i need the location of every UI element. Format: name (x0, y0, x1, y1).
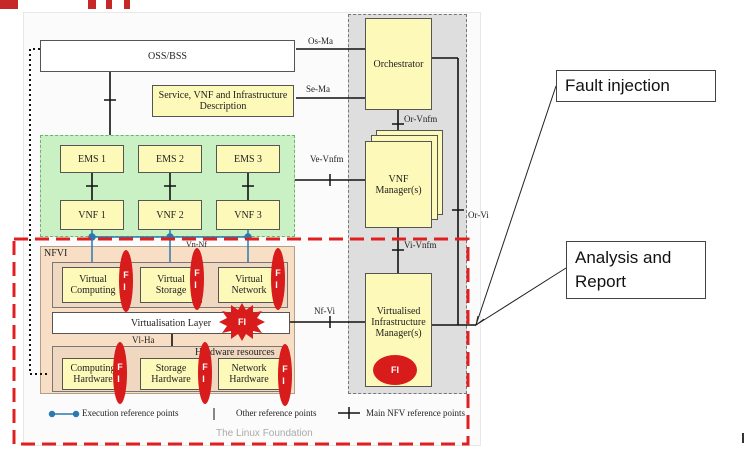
virtual-network-box: Virtual Network (218, 267, 280, 303)
vnf-3-label: VNF 3 (234, 209, 262, 221)
fi-marker-text: F I (282, 364, 288, 386)
hardware-resources-label: Hardware resources (195, 347, 275, 358)
fault-injection-marker-virtual-network: F I (271, 248, 285, 310)
legend-other-label: Other reference points (236, 408, 317, 418)
legend-execution-label: Execution reference points (82, 408, 179, 418)
orchestrator-box: Orchestrator (365, 18, 432, 110)
fault-injection-callout: Fault injection (556, 70, 716, 102)
fault-injection-marker-computing-hardware: F I (113, 342, 127, 404)
analysis-report-callout-text: Analysis and Report (575, 248, 672, 291)
nf-vi-label: Nf-Vi (314, 306, 335, 316)
nfvi-label: NFVI (44, 248, 68, 259)
ems-3-box: EMS 3 (216, 145, 280, 173)
fi-marker-text: F I (194, 268, 200, 290)
fi-burst-label: FI (238, 317, 246, 327)
ems-2-box: EMS 2 (138, 145, 202, 173)
os-ma-label: Os-Ma (308, 36, 333, 46)
fi-marker-text: F I (202, 362, 208, 384)
ems-2-label: EMS 2 (155, 153, 185, 165)
vnf-manager-label: VNF Manager(s) (375, 173, 422, 196)
fi-marker-text: F I (275, 268, 281, 290)
computing-hardware-label: Computing Hardware (70, 363, 116, 385)
virtual-storage-label: Virtual Storage (155, 274, 187, 296)
fault-injection-marker-vim: FI (373, 355, 417, 385)
virtual-network-label: Virtual Network (231, 274, 267, 296)
analysis-report-callout: Analysis and Report (566, 241, 706, 299)
ems-3-label: EMS 3 (233, 153, 263, 165)
fault-injection-marker-virtual-storage: F I (190, 248, 204, 310)
orchestrator-label: Orchestrator (373, 58, 424, 70)
fault-injection-burst-virtualisation-layer (219, 303, 265, 341)
vi-ha-label: Vl-Ha (132, 335, 155, 345)
storage-hardware-box: Storage Hardware (140, 358, 202, 390)
virtualisation-layer-label: Virtualisation Layer (130, 317, 212, 329)
fault-injection-marker-storage-hardware: F I (198, 342, 212, 404)
ve-vnfm-label: Ve-Vnfm (310, 154, 344, 164)
vim-label: Virtualised Infrastructure Manager(s) (371, 306, 426, 339)
ems-1-box: EMS 1 (60, 145, 124, 173)
oss-bss-label: OSS/BSS (148, 50, 187, 62)
vnf-1-box: VNF 1 (60, 200, 124, 230)
vnf-2-label: VNF 2 (156, 209, 184, 221)
fi-marker-text: F I (117, 362, 123, 384)
vnf-2-box: VNF 2 (138, 200, 202, 230)
description-box: Service, VNF and Infrastructure Descript… (152, 85, 294, 117)
legend-main-label: Main NFV reference points (366, 408, 466, 418)
right-edge-tick (742, 433, 744, 443)
vnf-1-label: VNF 1 (78, 209, 106, 221)
watermark: The Linux Foundation (216, 428, 313, 439)
oss-bss-box: OSS/BSS (40, 40, 295, 72)
vnf-3-box: VNF 3 (216, 200, 280, 230)
virtual-computing-box: Virtual Computing (62, 267, 124, 303)
fi-marker-text: F I (123, 270, 129, 292)
fault-injection-marker-virtual-computing: F I (119, 250, 133, 312)
network-hardware-box: Network Hardware (218, 358, 280, 390)
se-ma-label: Se-Ma (306, 84, 330, 94)
fault-injection-marker-network-hardware: F I (278, 344, 292, 406)
fault-injection-callout-text: Fault injection (565, 76, 670, 95)
vn-nf-label: Vn-Nf (186, 240, 207, 249)
vi-vnfm-label: Vi-Vnfm (404, 240, 437, 250)
network-hardware-label: Network Hardware (229, 363, 269, 385)
description-label: Service, VNF and Infrastructure Descript… (158, 90, 288, 112)
ems-1-label: EMS 1 (77, 153, 107, 165)
vnf-manager-box: VNF Manager(s) (365, 141, 432, 228)
or-vi-label: Or-Vi (468, 210, 489, 220)
virtual-computing-label: Virtual Computing (70, 274, 116, 296)
title-fragment-decoration (0, 0, 150, 10)
or-vnfm-label: Or-Vnfm (404, 114, 438, 124)
storage-hardware-label: Storage Hardware (151, 363, 191, 385)
